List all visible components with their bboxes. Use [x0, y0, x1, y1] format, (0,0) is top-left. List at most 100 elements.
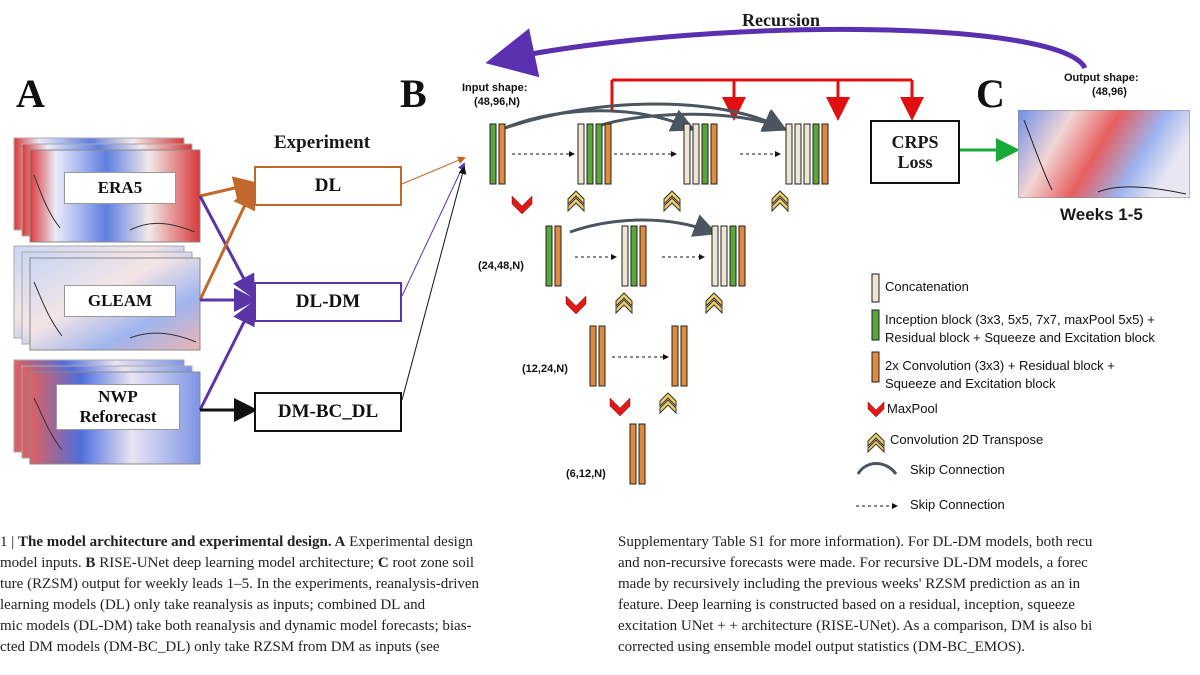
- crps-loss-line1: CRPS: [891, 132, 939, 152]
- legend-maxpool-icon: [867, 401, 885, 418]
- gleam-label: GLEAM: [64, 285, 176, 317]
- experiment-box-dmbc: DM-BC_DL: [254, 392, 402, 432]
- unet-block: [812, 123, 820, 185]
- caption-right-line3: made by recursively including the previo…: [618, 576, 1081, 592]
- caption-a-ref: A: [331, 534, 346, 550]
- unet-block: [604, 123, 612, 185]
- transpose-icon: [567, 190, 585, 213]
- unet-block: [785, 123, 793, 185]
- output-weeks-label: Weeks 1-5: [1060, 205, 1143, 224]
- unet-block: [595, 123, 603, 185]
- transpose-icon: [615, 292, 633, 315]
- level2-x21-stack: [671, 325, 688, 387]
- caption-left-line1: 1 | The model architecture and experimen…: [0, 532, 592, 553]
- unet-diagram: [485, 26, 1088, 485]
- unet-block: [639, 225, 647, 287]
- unet-block: [710, 123, 718, 185]
- nwp-label: NWP Reforecast: [56, 384, 180, 430]
- unet-block: [498, 123, 506, 185]
- unet-block: [692, 123, 700, 185]
- unet-block: [630, 225, 638, 287]
- unet-block: [629, 423, 637, 485]
- unet-block: [701, 123, 709, 185]
- transpose-icon: [771, 190, 789, 213]
- legend-curved-skip-icon: [856, 462, 898, 475]
- level0-encoder-stack: [489, 123, 506, 185]
- panel-c-label: C: [976, 71, 1005, 116]
- caption-left-line2-mid: RISE-UNet deep learning model architectu…: [95, 555, 378, 571]
- caption-left-line5: mic models (DL-DM) take both reanalysis …: [0, 618, 472, 634]
- level1-shape: (24,48,N): [478, 260, 524, 272]
- level2-shape: (12,24,N): [522, 363, 568, 375]
- unet-block: [638, 423, 646, 485]
- level0-x02-stack: [683, 123, 718, 185]
- legend-icons: [856, 273, 898, 509]
- transpose-icon: [705, 292, 723, 315]
- output-rzsm-map: [1018, 110, 1190, 198]
- unet-block: [586, 123, 594, 185]
- caption-left-line2-end: root zone soil: [388, 555, 475, 571]
- legend-conv-line1: 2x Convolution (3x3) + Residual block +: [885, 358, 1115, 373]
- input-shape-title: Input shape:: [462, 82, 528, 94]
- legend-maxpool-label: MaxPool: [887, 401, 938, 416]
- unet-block: [683, 123, 691, 185]
- legend-curved-skip-label: Skip Connection: [910, 462, 1005, 477]
- caption-b-ref: B: [85, 555, 96, 571]
- caption-title: The model architecture and experimental …: [18, 534, 332, 550]
- legend-concat-swatch: [871, 273, 880, 303]
- legend-transpose-label: Convolution 2D Transpose: [890, 432, 1044, 447]
- caption-fig-number: 1 |: [0, 534, 19, 550]
- nwp-label-line1: NWP: [98, 387, 138, 406]
- caption-left-line6: cted DM models (DM-BC_DL) only take RZSM…: [0, 639, 440, 655]
- caption-right-line2: and non-recursive forecasts were made. F…: [618, 555, 1088, 571]
- level0-x03-stack: [785, 123, 829, 185]
- unet-block: [577, 123, 585, 185]
- level1-x12-stack: [711, 225, 746, 287]
- output-shape-value: (48,96): [1092, 86, 1127, 98]
- unet-block: [545, 225, 553, 287]
- unet-block: [489, 123, 497, 185]
- level3-shape: (6,12,N): [566, 468, 606, 480]
- legend-inception-swatch: [871, 309, 880, 341]
- caption-right-line5: excitation UNet + + architecture (RISE-U…: [618, 618, 1093, 634]
- unet-block: [589, 325, 597, 387]
- level3-bottleneck-stack: [629, 423, 646, 485]
- legend-concat-label: Concatenation: [885, 279, 969, 294]
- input-shape-value: (48,96,N): [474, 96, 520, 108]
- unet-block: [803, 123, 811, 185]
- level1-encoder-stack: [545, 225, 562, 287]
- crps-loss-line2: Loss: [897, 152, 933, 172]
- caption-right-line1: Supplementary Table S1 for more informat…: [618, 534, 1093, 550]
- caption-left-line1-rest: Experimental design: [345, 534, 473, 550]
- caption-left-line4: learning models (DL) only take reanalysi…: [0, 597, 426, 613]
- experiment-box-dldm: DL-DM: [254, 282, 402, 322]
- unet-block: [720, 225, 728, 287]
- panel-b-label: B: [400, 71, 427, 116]
- unet-block: [738, 225, 746, 287]
- caption-left-line2-start: model inputs.: [0, 555, 86, 571]
- transpose-icon: [663, 190, 681, 213]
- unet-block: [621, 225, 629, 287]
- nwp-label-line2: Reforecast: [79, 407, 157, 426]
- caption-right-line4: feature. Deep learning is constructed ba…: [618, 597, 1075, 613]
- legend-dashed-skip-label: Skip Connection: [910, 497, 1005, 512]
- legend-inception-line1: Inception block (3x3, 5x5, 7x7, maxPool …: [885, 312, 1155, 327]
- crps-loss-box: CRPS Loss: [870, 120, 960, 184]
- legend-conv-line2: Squeeze and Excitation block: [885, 376, 1056, 391]
- legend-transpose-icon: [867, 432, 885, 454]
- caption-right-line6: corrected using ensemble model output st…: [618, 639, 1026, 655]
- maxpool-icon: [609, 397, 631, 417]
- red-skip-connections: [610, 78, 924, 121]
- maxpool-icon: [511, 195, 533, 215]
- era5-label: ERA5: [64, 172, 176, 204]
- caption-right: Supplementary Table S1 for more informat…: [618, 532, 1200, 658]
- unet-block: [680, 325, 688, 387]
- experiment-box-dl: DL: [254, 166, 402, 206]
- caption-left-line3: ture (RZSM) output for weekly leads 1–5.…: [0, 576, 480, 592]
- unet-block: [554, 225, 562, 287]
- recursion-arrow: [485, 26, 1088, 78]
- caption-left: 1 | The model architecture and experimen…: [0, 532, 592, 658]
- legend-conv-swatch: [871, 351, 880, 383]
- level0-x01-stack: [577, 123, 612, 185]
- caption-c-ref: C: [377, 555, 389, 571]
